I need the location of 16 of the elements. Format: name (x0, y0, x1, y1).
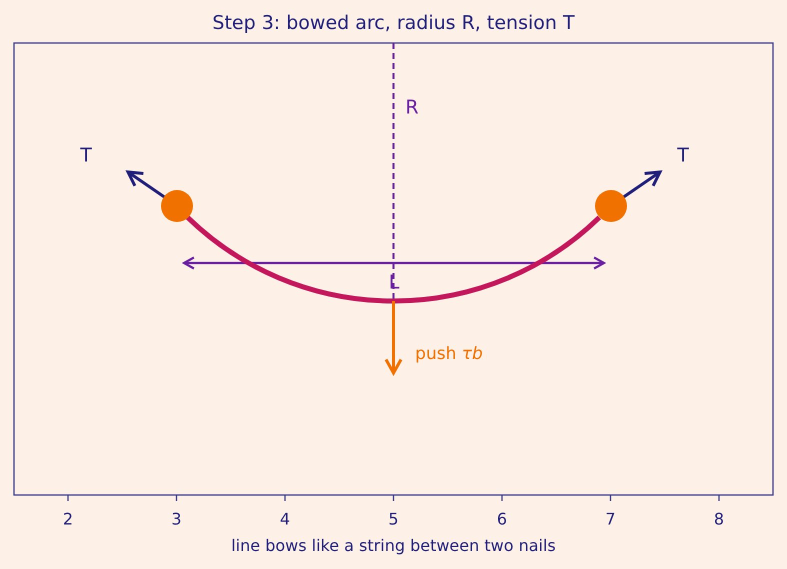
annotation-label: T (677, 144, 689, 168)
bowed-arc (186, 216, 601, 304)
tick-label: 7 (605, 509, 616, 529)
tick-label: 4 (280, 509, 290, 529)
tick-label: 3 (171, 509, 182, 529)
annotation-label: T (80, 144, 92, 168)
annotation-label: push τb (415, 344, 483, 364)
axis-label: line bows like a string between two nails (230, 536, 557, 555)
tick-label: 8 (714, 509, 724, 529)
annotation-label: R (405, 96, 419, 120)
nail-dot (160, 190, 192, 222)
tick-label: 5 (388, 509, 399, 529)
chart-title: Step 3: bowed arc, radius R, tension T (211, 12, 576, 34)
tick-label: 2 (62, 509, 74, 529)
tick-label: 6 (496, 509, 508, 529)
nail-dot (594, 190, 626, 222)
